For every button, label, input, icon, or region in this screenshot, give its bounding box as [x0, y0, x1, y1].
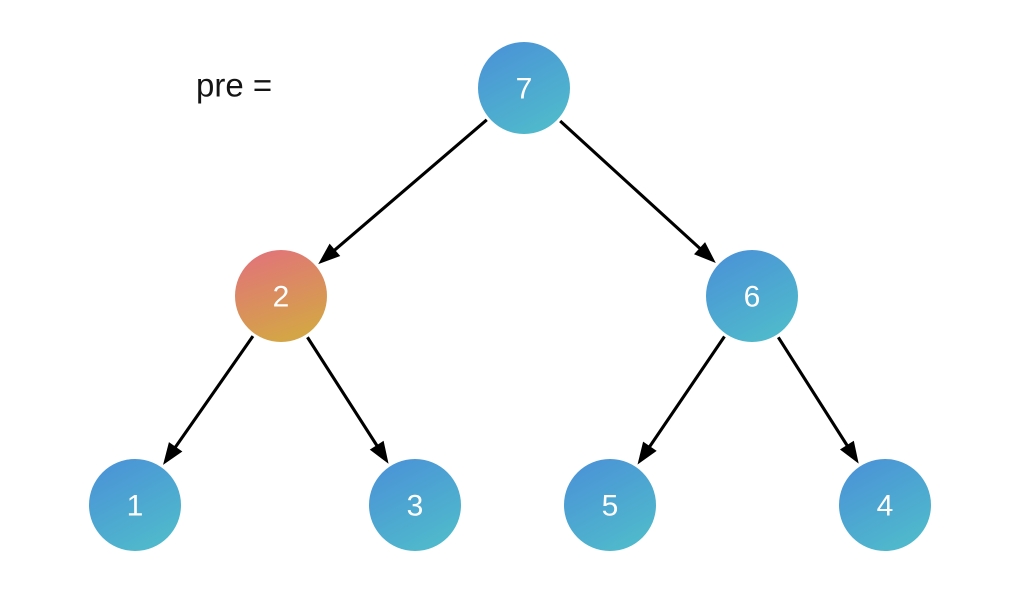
edge-arrowhead-icon: [839, 440, 859, 464]
tree-edge-2-to-3: [306, 336, 389, 464]
edge-line: [173, 335, 255, 449]
tree-nodes-layer: 7 2 6 1 3 5 4: [89, 42, 931, 551]
edge-line: [559, 119, 702, 251]
node-circle[interactable]: [564, 459, 656, 551]
tree-node-5[interactable]: 5: [564, 459, 656, 551]
tree-node-2[interactable]: 2: [235, 250, 327, 342]
node-circle[interactable]: [478, 42, 570, 134]
tree-edge-7-to-6: [559, 119, 716, 263]
edge-arrowhead-icon: [369, 440, 389, 464]
node-value-label: 3: [407, 490, 424, 523]
node-value-label: 2: [273, 281, 290, 314]
node-circle[interactable]: [706, 250, 798, 342]
tree-node-1[interactable]: 1: [89, 459, 181, 551]
node-value-label: 1: [127, 490, 144, 523]
tree-edges-layer: [163, 118, 859, 465]
node-value-label: 7: [516, 73, 533, 106]
edge-arrowhead-icon: [694, 242, 716, 263]
tree-edge-6-to-5: [637, 335, 726, 465]
edge-line: [306, 336, 379, 448]
traversal-label: pre =: [196, 67, 272, 104]
tree-node-4[interactable]: 4: [839, 459, 931, 551]
edge-arrowhead-icon: [163, 442, 183, 465]
edge-line: [647, 335, 726, 449]
tree-edge-6-to-4: [777, 336, 859, 464]
tree-node-3[interactable]: 3: [369, 459, 461, 551]
tree-annotations-layer: pre =: [196, 67, 272, 104]
node-circle[interactable]: [839, 459, 931, 551]
edge-line: [777, 336, 849, 448]
node-value-label: 6: [744, 281, 761, 314]
node-circle[interactable]: [235, 250, 327, 342]
tree-edge-7-to-2: [318, 118, 488, 265]
node-circle[interactable]: [369, 459, 461, 551]
node-value-label: 4: [877, 490, 894, 523]
tree-node-7[interactable]: 7: [478, 42, 570, 134]
edge-arrowhead-icon: [637, 441, 657, 465]
node-circle[interactable]: [89, 459, 181, 551]
tree-node-6[interactable]: 6: [706, 250, 798, 342]
node-value-label: 5: [602, 490, 619, 523]
tree-edge-2-to-1: [163, 335, 255, 465]
edge-line: [332, 118, 488, 252]
edge-arrowhead-icon: [318, 243, 341, 265]
